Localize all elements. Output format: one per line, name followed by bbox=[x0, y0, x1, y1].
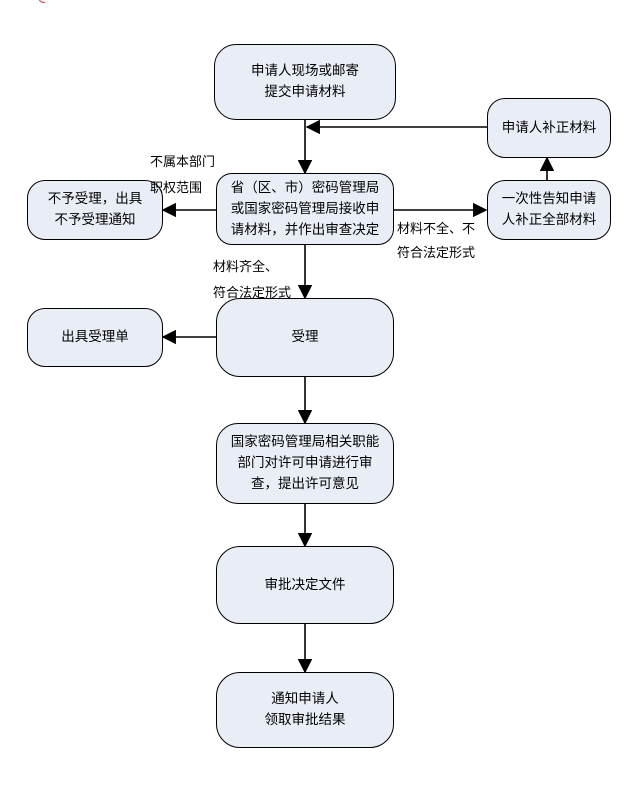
node-reject: 不予受理，出具 不予受理通知 bbox=[27, 180, 163, 240]
node-notify-result: 通知申请人 领取审批结果 bbox=[216, 672, 394, 748]
node-issue-receipt: 出具受理单 bbox=[27, 308, 163, 367]
node-submit-application: 申请人现场或邮寄 提交申请材料 bbox=[214, 44, 396, 120]
node-applicant-supplement: 申请人补正材料 bbox=[487, 98, 611, 158]
node-approval-document: 审批决定文件 bbox=[216, 546, 394, 624]
node-receive-and-review: 省（区、市）密码管理局 或国家密码管理局接收申 请材料，并作出审查决定 bbox=[216, 173, 394, 245]
label-incomplete: 材料不全、不 符合法定形式 bbox=[397, 222, 476, 261]
node-accept: 受理 bbox=[216, 298, 394, 377]
node-department-review: 国家密码管理局相关职能 部门对许可申请进行审 查，提出许可意见 bbox=[216, 423, 394, 504]
label-out-of-scope: 不属本部门 职权范围 bbox=[150, 155, 216, 196]
node-notify-once: 一次性告知申请 人补正全部材料 bbox=[487, 180, 611, 240]
label-complete: 材料齐全、 符合法定形式 bbox=[213, 260, 292, 301]
